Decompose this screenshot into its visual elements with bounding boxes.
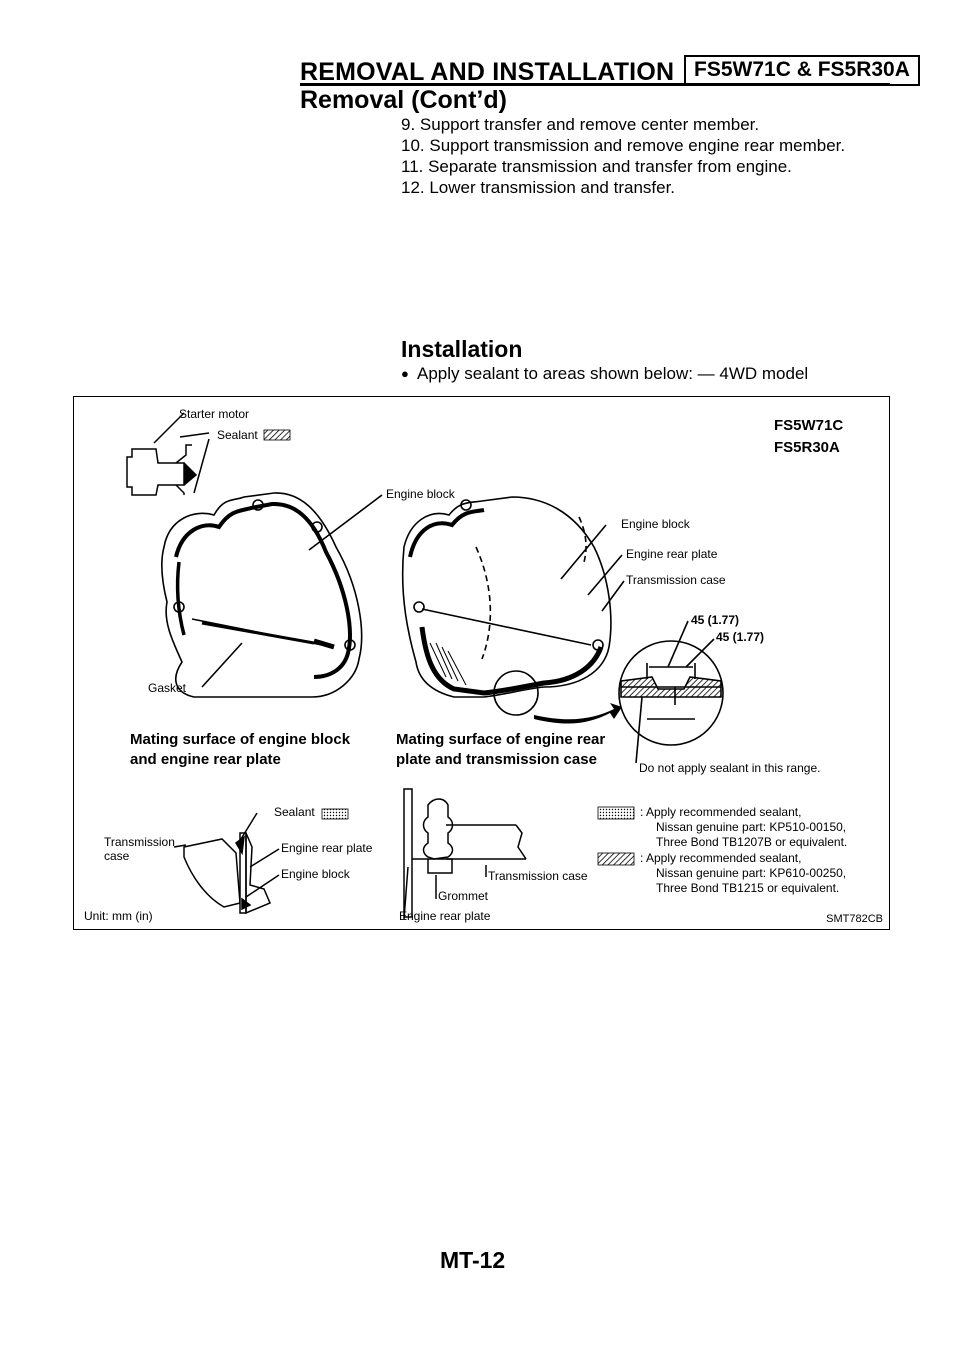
label-sealant: Sealant bbox=[274, 805, 315, 819]
installation-heading: Installation bbox=[401, 336, 523, 362]
sealant-swatch bbox=[321, 808, 349, 820]
caption-right: Mating surface of engine rear bbox=[396, 731, 606, 748]
arrow-icon bbox=[534, 703, 622, 724]
label-transmission: Transmission bbox=[104, 835, 175, 849]
caption-left: and engine rear plate bbox=[130, 751, 281, 768]
model-badge: FS5W71C & FS5R30A bbox=[684, 55, 920, 86]
legend-text: Three Bond TB1207B or equivalent. bbox=[656, 835, 848, 849]
label-unit: Unit: mm (in) bbox=[84, 909, 153, 923]
label-grommet: Grommet bbox=[438, 889, 489, 903]
label-sealant: Sealant bbox=[217, 428, 258, 442]
grommet-section bbox=[403, 788, 527, 920]
label-engine-rear-plate: Engine rear plate bbox=[281, 841, 373, 855]
detail-circle bbox=[618, 620, 724, 764]
removal-step: 11. Separate transmission and transfer f… bbox=[401, 157, 792, 176]
label-engine-block: Engine block bbox=[281, 867, 350, 881]
model-label: FS5R30A bbox=[774, 439, 840, 456]
bullet-icon: ● bbox=[401, 366, 409, 381]
removal-step: 12. Lower transmission and transfer. bbox=[401, 178, 676, 197]
diagram-drawing bbox=[126, 412, 724, 920]
header-rule bbox=[300, 83, 890, 86]
label-dimension: 45 (1.77) bbox=[691, 613, 740, 627]
label-engine-block: Engine block bbox=[621, 517, 690, 531]
label-transmission-case: Transmission case bbox=[488, 869, 588, 883]
label-gasket: Gasket bbox=[148, 681, 187, 695]
label-do-not-apply: Do not apply sealant in this range. bbox=[639, 761, 821, 775]
page-number: MT-12 bbox=[440, 1247, 506, 1273]
sealant-diagram: Starter motor Sealant FS5W71C FS5R30A En… bbox=[73, 396, 890, 930]
figure-reference-code: SMT782CB bbox=[826, 913, 883, 925]
label-engine-block: Engine block bbox=[386, 487, 455, 501]
label-transmission-case: Transmission case bbox=[626, 573, 726, 587]
legend-text: Nissan genuine part: KP610-00250, bbox=[656, 866, 847, 880]
sealant-swatch bbox=[263, 429, 291, 441]
bullet-text: Apply sealant to areas shown below: — 4W… bbox=[417, 364, 809, 383]
transmission-case-outline bbox=[401, 496, 625, 716]
engine-block-outline bbox=[161, 492, 383, 698]
installation-bullet: ● Apply sealant to areas shown below: — 4… bbox=[401, 364, 808, 384]
section-title: REMOVAL AND INSTALLATION bbox=[300, 58, 675, 86]
caption-left: Mating surface of engine block bbox=[130, 731, 351, 748]
removal-step: 10. Support transmission and remove engi… bbox=[401, 136, 846, 155]
legend-text: : Apply recommended sealant, bbox=[640, 805, 802, 819]
label-starter-motor: Starter motor bbox=[179, 407, 250, 421]
removal-step: 9. Support transfer and remove center me… bbox=[401, 115, 760, 134]
legend-swatch-hatched bbox=[597, 852, 635, 866]
label-engine-rear-plate: Engine rear plate bbox=[626, 547, 718, 561]
label-dimension: 45 (1.77) bbox=[716, 630, 765, 644]
caption-right: plate and transmission case bbox=[396, 751, 597, 768]
section-subtitle: Removal (Cont’d) bbox=[300, 86, 507, 114]
seal-section-left bbox=[173, 812, 280, 915]
legend-swatch-dotted bbox=[597, 806, 635, 820]
starter-motor-drawing bbox=[126, 412, 210, 496]
legend-text: Three Bond TB1215 or equivalent. bbox=[656, 881, 840, 895]
legend-text: Nissan genuine part: KP510-00150, bbox=[656, 820, 847, 834]
model-label: FS5W71C bbox=[774, 417, 844, 434]
label-engine-rear-plate: Engine rear plate bbox=[399, 909, 491, 923]
label-case: case bbox=[104, 849, 130, 863]
legend-text: : Apply recommended sealant, bbox=[640, 851, 802, 865]
